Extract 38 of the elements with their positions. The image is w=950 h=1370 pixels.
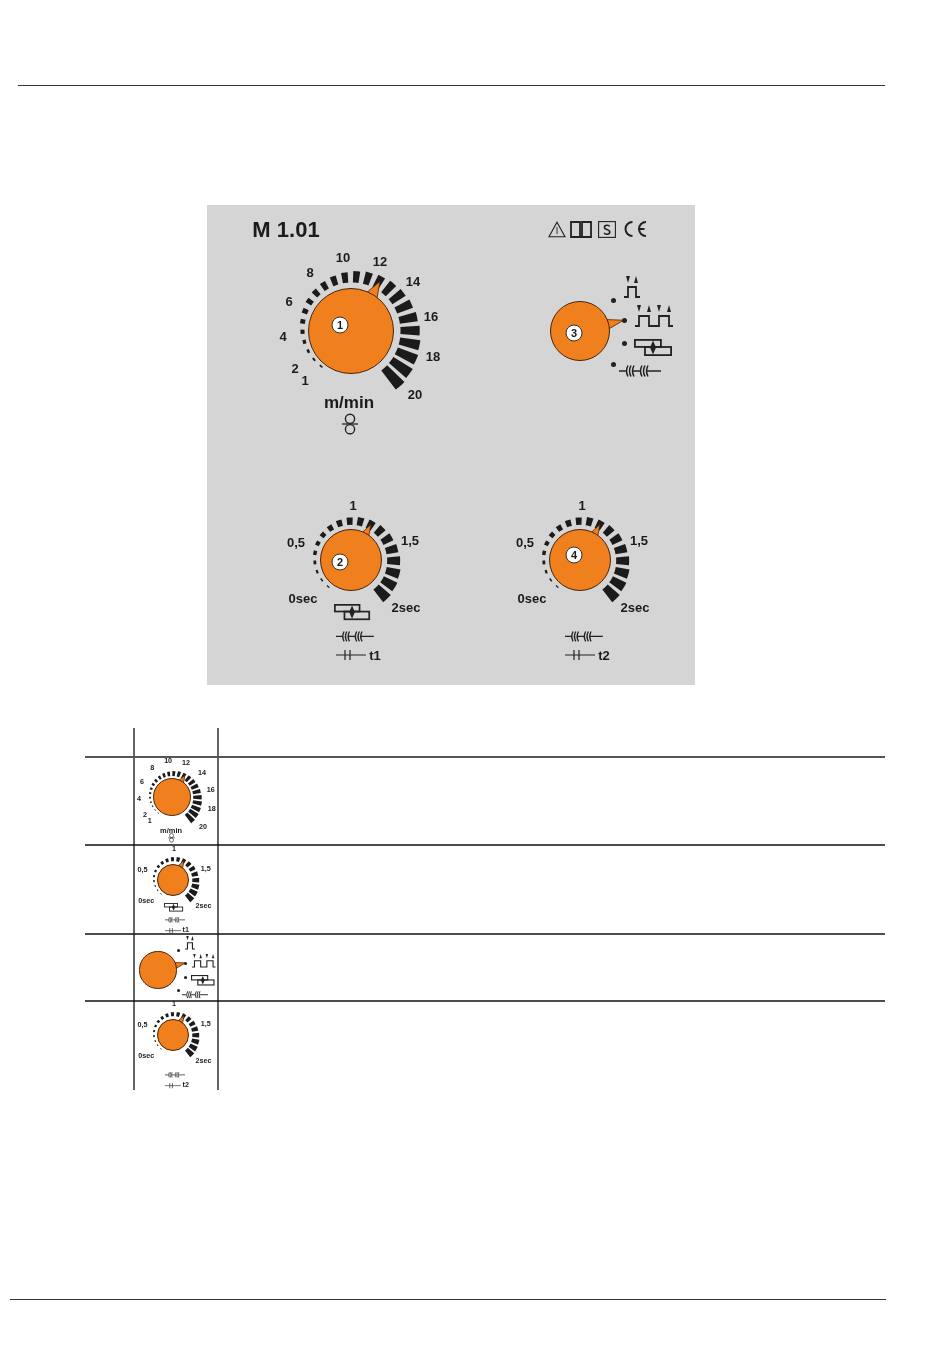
scale-value: 1 [349, 498, 357, 512]
callout-number: 1 [331, 316, 349, 334]
scale-value: 1 [578, 498, 586, 512]
scale-value: 2sec [391, 600, 421, 614]
unit-label: m/min [323, 393, 375, 411]
rotary-knob [308, 288, 394, 374]
scale-value: 0,5 [286, 535, 306, 549]
time-label: t1 [369, 648, 381, 662]
scale-value: 2 [291, 361, 299, 375]
scale-value: 0sec [517, 591, 547, 605]
rotary-knob [153, 778, 191, 816]
panel-title: M 1.01 [252, 219, 320, 241]
scale-value: 12 [372, 254, 388, 268]
callout-number: 4 [565, 546, 583, 564]
scale-value: 20 [407, 387, 423, 401]
scale-value: 2sec [620, 600, 650, 614]
rotary-knob [139, 951, 177, 989]
callout-number: 3 [565, 324, 583, 342]
callout-number: 2 [331, 553, 349, 571]
scale-value: 8 [306, 265, 314, 279]
rotary-knob [156, 1018, 190, 1052]
scale-value: 4 [279, 329, 287, 343]
scale-value: 0sec [288, 591, 318, 605]
scale-value: 1,5 [400, 533, 420, 547]
scale-value: 16 [423, 309, 439, 323]
scale-value: 14 [405, 274, 421, 288]
rotary-knob [550, 301, 610, 361]
scale-value: 0,5 [515, 535, 535, 549]
scale-value: 1 [301, 373, 309, 387]
scale-value: 6 [285, 294, 293, 308]
scale-value: 10 [335, 250, 351, 264]
time-label: t2 [598, 648, 610, 662]
rotary-knob [156, 863, 190, 897]
control-panel [207, 205, 695, 685]
rotary-knob [549, 529, 611, 591]
scale-value: 1,5 [629, 533, 649, 547]
rotary-knob [320, 529, 382, 591]
scale-value: 18 [425, 349, 441, 363]
